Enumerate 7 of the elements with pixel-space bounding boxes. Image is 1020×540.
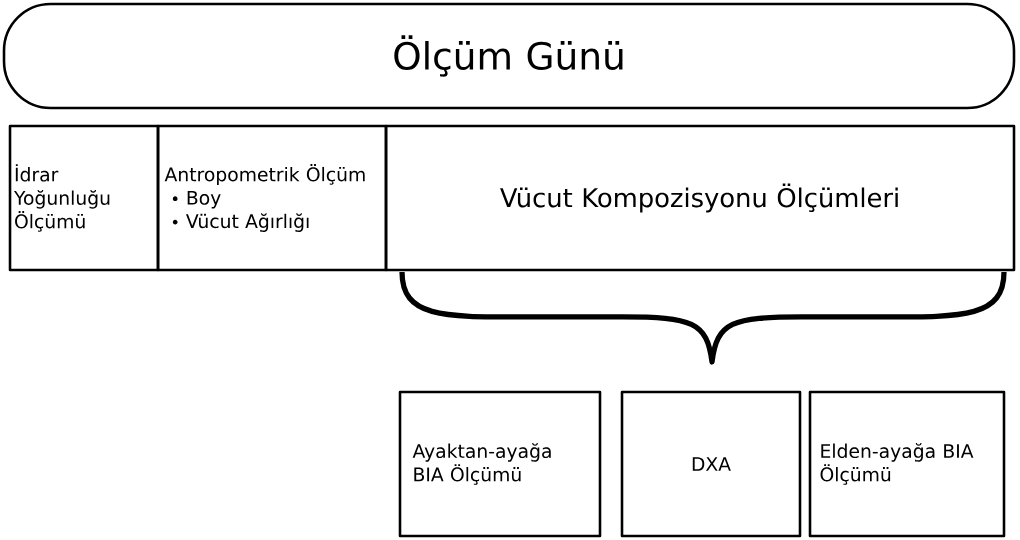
measurement-box: Antropometrik Ölçüm Boy Vücut Ağırlığı	[156, 124, 388, 272]
measurement-box: Ayaktan-ayağa BIA Ölçümü	[398, 390, 602, 538]
measurement-box: Elden-ayağa BIA Ölçümü	[808, 390, 1006, 538]
title-band: Ölçüm Günü	[2, 2, 1016, 110]
measurement-box: DXA	[620, 390, 802, 538]
measurement-box: Vücut Kompozisyonu Ölçümleri	[384, 124, 1016, 272]
measurement-box: İdrar Yoğunluğu Ölçümü	[8, 124, 160, 272]
